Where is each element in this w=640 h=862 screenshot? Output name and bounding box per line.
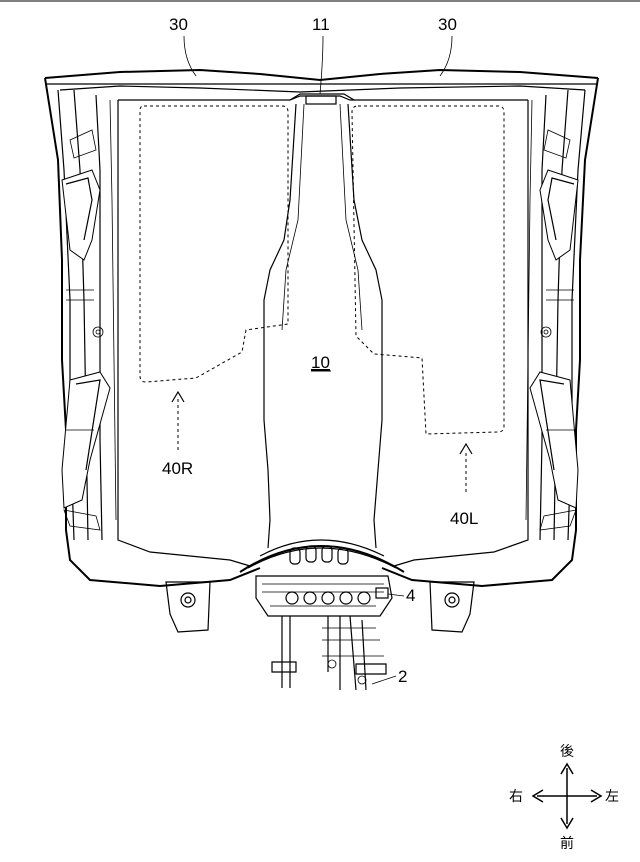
arrow-40R: [171, 390, 185, 450]
direction-left: 左: [605, 789, 619, 805]
arrow-up-icon: [560, 762, 574, 775]
label-30-left: 30: [169, 15, 188, 34]
left-side-member: [61, 129, 111, 531]
label-4: 4: [406, 586, 415, 605]
label-30-right: 30: [438, 15, 457, 34]
region-40R-outline: [139, 105, 289, 383]
right-side-member: [529, 129, 579, 531]
mount-left: [165, 581, 211, 633]
steering-linkage: [271, 615, 387, 691]
direction-indicator: 後 右 左 前: [509, 744, 619, 852]
arrow-down-icon: [560, 817, 574, 830]
arrow-40L: [459, 442, 473, 492]
floor-tunnel: [263, 93, 383, 549]
direction-rear: 後: [560, 744, 574, 760]
arrow-right-icon: [590, 789, 603, 803]
label-40L: 40L: [450, 509, 478, 528]
floor-body: [44, 68, 599, 588]
label-40R: 40R: [162, 459, 193, 478]
leader-lines: [183, 35, 453, 685]
direction-right: 右: [509, 789, 523, 805]
region-40L-outline: [351, 105, 505, 435]
label-10: 10: [311, 353, 330, 372]
front-subframe: [239, 539, 405, 617]
arrow-left-icon: [531, 789, 544, 803]
mount-right: [429, 581, 475, 633]
label-2: 2: [398, 667, 407, 686]
label-11: 11: [312, 15, 330, 34]
direction-front: 前: [560, 835, 574, 852]
